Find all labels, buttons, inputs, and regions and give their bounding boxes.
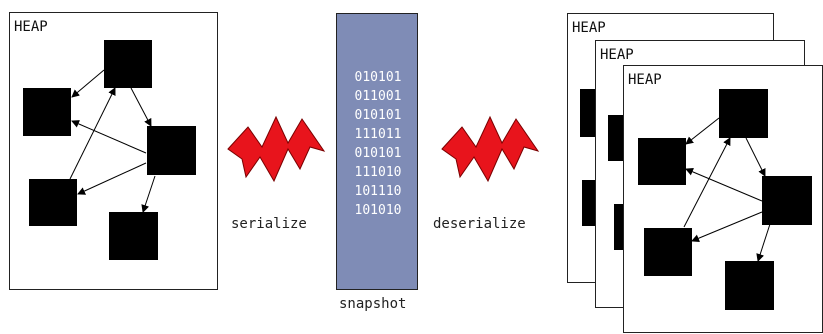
heap-node bbox=[762, 176, 812, 225]
heap-node bbox=[104, 40, 152, 88]
edge bbox=[71, 120, 147, 154]
restored-heap-panel: HEAP bbox=[623, 65, 823, 333]
snapshot-block: 010101 011001 010101 111011 010101 11101… bbox=[336, 13, 418, 290]
snapshot-label: snapshot bbox=[339, 296, 407, 312]
edge bbox=[685, 168, 763, 202]
edge bbox=[69, 87, 116, 180]
heap-node bbox=[644, 228, 692, 276]
bit-row: 101010 bbox=[354, 203, 402, 218]
deserialize-label: deserialize bbox=[433, 216, 526, 232]
edge bbox=[685, 117, 720, 145]
heap-label: HEAP bbox=[628, 72, 662, 88]
bit-row: 010101 bbox=[354, 70, 402, 85]
bit-row: 010101 bbox=[354, 146, 402, 161]
object-graph bbox=[638, 89, 812, 310]
edge bbox=[691, 211, 763, 243]
source-heap-panel: HEAP bbox=[9, 12, 218, 290]
edge bbox=[77, 162, 147, 195]
heap-node bbox=[147, 126, 196, 175]
heap-label: HEAP bbox=[600, 47, 634, 63]
bit-row: 111011 bbox=[354, 127, 402, 142]
deserialize-bolt-icon bbox=[441, 115, 540, 183]
bit-row: 010101 bbox=[354, 108, 402, 123]
serialize-bolt-icon bbox=[227, 115, 326, 183]
heap-node bbox=[725, 261, 774, 310]
heap-node bbox=[109, 212, 158, 260]
snapshot-bits: 010101 011001 010101 111011 010101 11101… bbox=[345, 68, 411, 220]
edge bbox=[683, 137, 731, 228]
bit-row: 101110 bbox=[354, 184, 402, 199]
heap-node bbox=[638, 138, 686, 185]
edge bbox=[756, 223, 771, 262]
heap-node bbox=[29, 179, 77, 226]
object-graph bbox=[23, 40, 196, 260]
bit-row: 011001 bbox=[354, 89, 402, 104]
heap-label: HEAP bbox=[14, 19, 48, 35]
edge bbox=[745, 137, 766, 177]
serialize-label: serialize bbox=[231, 216, 307, 232]
edge bbox=[141, 175, 156, 213]
heap-node bbox=[719, 89, 768, 138]
heap-node bbox=[23, 88, 71, 136]
heap-label: HEAP bbox=[572, 20, 606, 36]
bit-row: 111010 bbox=[354, 165, 402, 180]
edge bbox=[71, 69, 105, 98]
edge bbox=[130, 87, 152, 127]
